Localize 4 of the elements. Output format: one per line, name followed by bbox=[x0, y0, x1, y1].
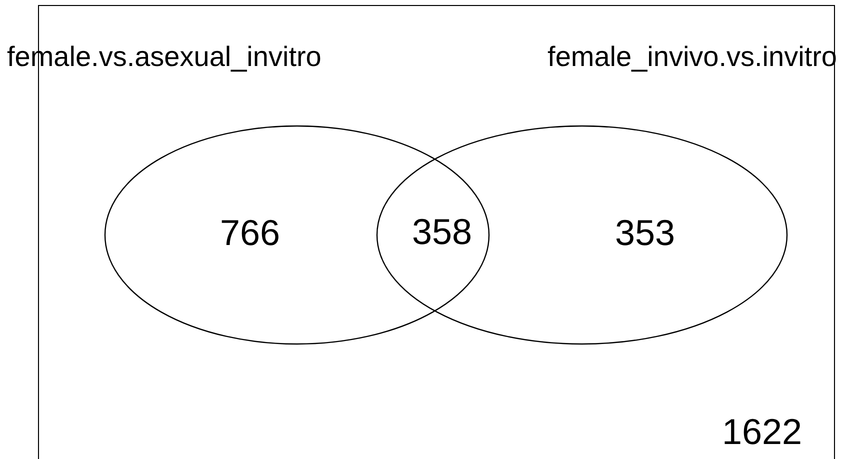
count-label: 1622 bbox=[722, 414, 802, 450]
count-label: 358 bbox=[412, 214, 472, 250]
count-label: 353 bbox=[614, 215, 676, 251]
count-label: 766 bbox=[220, 215, 280, 251]
